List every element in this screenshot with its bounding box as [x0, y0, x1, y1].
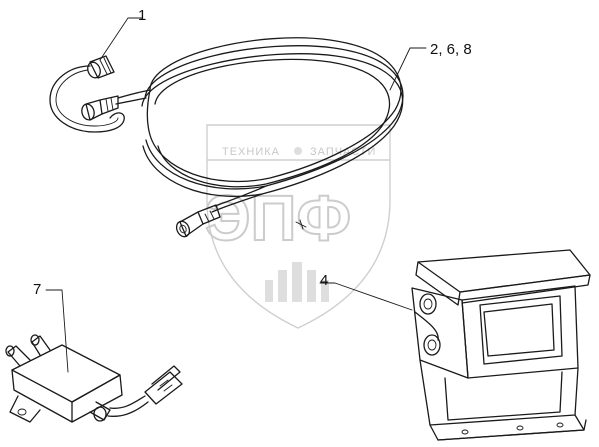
cable-coil-assembly: [49, 37, 404, 238]
watermark-big-text: ЭПФ: [205, 182, 351, 254]
callout-4: 4: [320, 272, 328, 289]
watermark: ТЕХНИКА ЗАПЧАСТИ ЭПФ: [204, 124, 391, 329]
watermark-dot: [294, 147, 302, 155]
lower-connector: [175, 204, 221, 238]
watermark-shield: [206, 124, 391, 329]
splitter-assembly: [5, 334, 183, 423]
callout-7: 7: [33, 281, 41, 298]
callout-2-6-8: 2, 6, 8: [430, 41, 472, 58]
splitter-plug: [144, 365, 183, 405]
camera-assembly: [411, 249, 591, 441]
leader-lines: [45, 17, 427, 373]
protective-cap: [87, 55, 115, 79]
callout-1: 1: [138, 7, 146, 24]
wheat-emblem: [265, 262, 329, 302]
watermark-text-left: ТЕХНИКА: [222, 146, 280, 158]
upper-connector: [81, 95, 119, 121]
